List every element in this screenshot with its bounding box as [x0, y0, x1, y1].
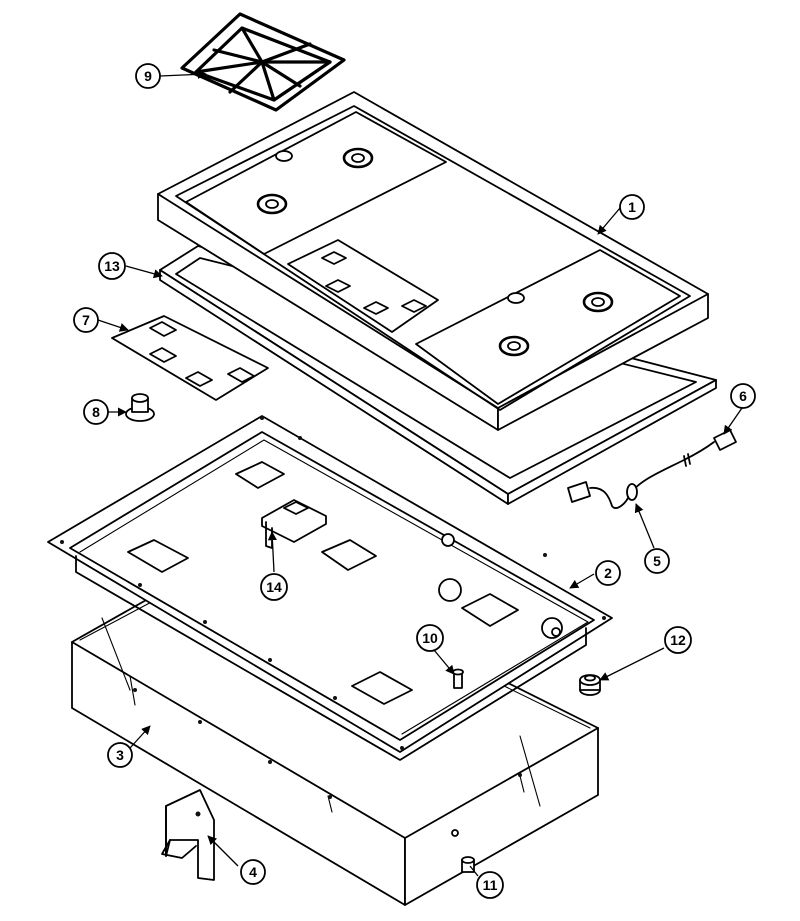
leader-6 — [723, 407, 743, 435]
callout-1-label: 1 — [628, 199, 636, 215]
callout-4: 4 — [240, 859, 266, 885]
callout-4-label: 4 — [249, 864, 257, 880]
leader-11 — [469, 865, 479, 877]
callout-10-label: 10 — [422, 630, 438, 646]
callout-12: 12 — [664, 626, 692, 654]
callout-9: 9 — [135, 63, 161, 89]
part-7-panel — [111, 315, 269, 401]
callout-14: 14 — [260, 573, 288, 601]
leader-5 — [634, 503, 655, 549]
callout-7: 7 — [73, 307, 99, 333]
part-4-shield — [161, 789, 215, 881]
callout-8: 8 — [83, 399, 109, 425]
part-9-grate — [180, 12, 346, 112]
leader-7 — [97, 319, 129, 332]
callout-3: 3 — [107, 742, 133, 768]
callout-6: 6 — [730, 383, 756, 409]
callout-13-label: 13 — [104, 258, 120, 274]
leader-3 — [129, 725, 151, 749]
callout-12-label: 12 — [670, 632, 686, 648]
leader-10 — [433, 649, 455, 675]
callout-10: 10 — [416, 624, 444, 652]
callout-2: 2 — [595, 560, 621, 586]
leader-12 — [599, 647, 665, 681]
callout-11: 11 — [476, 871, 504, 899]
callout-8-label: 8 — [92, 404, 100, 420]
leader-14 — [267, 531, 277, 573]
part-14-bracket — [261, 499, 327, 549]
callout-7-label: 7 — [82, 312, 90, 328]
callout-6-label: 6 — [739, 388, 747, 404]
part-10-screw — [452, 668, 464, 689]
part-1-cooktop — [157, 91, 709, 431]
callout-9-label: 9 — [144, 68, 152, 84]
part-8-knob — [125, 393, 155, 422]
leader-1 — [597, 207, 621, 235]
leader-9 — [159, 69, 207, 79]
callout-14-label: 14 — [266, 579, 282, 595]
part-12-grommet — [579, 674, 601, 696]
callout-2-label: 2 — [604, 565, 612, 581]
callout-3-label: 3 — [116, 747, 124, 763]
callout-13: 13 — [98, 252, 126, 280]
part-2-base-pan — [47, 415, 613, 761]
callout-5: 5 — [644, 548, 670, 574]
leader-lines — [97, 69, 743, 877]
leader-4 — [207, 835, 239, 867]
callout-11-label: 11 — [483, 877, 498, 893]
callout-1: 1 — [619, 194, 645, 220]
leader-2 — [569, 573, 595, 589]
callout-5-label: 5 — [653, 553, 661, 569]
leader-13 — [125, 265, 163, 279]
